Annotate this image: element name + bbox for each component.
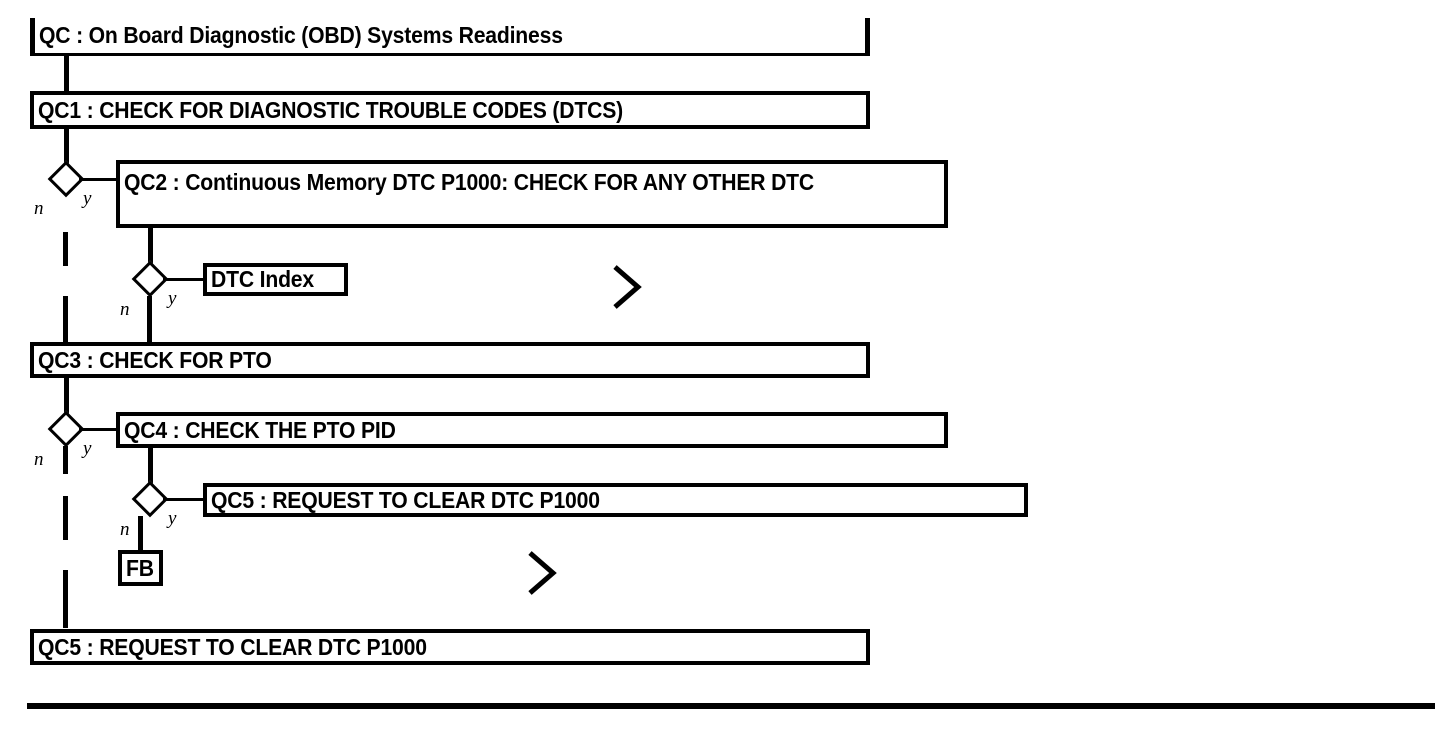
node-qc5-bottom-label: QC5 : REQUEST TO CLEAR DTC P1000	[38, 633, 427, 660]
decision-4-no-label: n	[120, 519, 130, 540]
bottom-divider	[27, 703, 1435, 709]
node-dtc-index-label: DTC Index	[211, 266, 314, 292]
connector-decision3-no-dash-1	[63, 446, 68, 474]
connector-qc4-to-decision4	[148, 448, 153, 486]
connector-qc3-to-decision3	[64, 378, 69, 416]
node-qc3[interactable]: QC3 : CHECK FOR PTO	[30, 342, 870, 378]
node-qc5-bottom[interactable]: QC5 : REQUEST TO CLEAR DTC P1000	[30, 629, 870, 665]
connector-decision1-no-dash-2	[63, 296, 68, 342]
node-qc[interactable]: QC : On Board Diagnostic (OBD) Systems R…	[30, 18, 870, 56]
connector-qc-to-qc1	[64, 56, 69, 92]
connector-decision3-no-dash-3	[63, 570, 68, 628]
decision-1-no-label: n	[34, 198, 44, 219]
node-qc5-inner[interactable]: QC5 : REQUEST TO CLEAR DTC P1000	[203, 483, 1028, 517]
node-fb[interactable]: FB	[118, 550, 163, 586]
connector-qc2-to-decision2	[148, 228, 153, 266]
node-qc5-inner-label: QC5 : REQUEST TO CLEAR DTC P1000	[211, 486, 600, 513]
node-dtc-index[interactable]: DTC Index	[203, 263, 348, 296]
chevron-right-icon-1	[613, 265, 642, 309]
connector-qc1-to-decision1	[64, 129, 69, 165]
node-fb-label: FB	[126, 554, 154, 581]
node-qc1-label: QC1 : CHECK FOR DIAGNOSTIC TROUBLE CODES…	[38, 96, 624, 123]
connector-decision1-no-dash-1	[63, 232, 68, 266]
decision-3-no-label: n	[34, 449, 44, 470]
decision-3-yes-label: y	[83, 438, 92, 459]
chevron-right-icon-2	[528, 551, 557, 595]
decision-1-yes-label: y	[83, 188, 92, 209]
node-qc2[interactable]: QC2 : Continuous Memory DTC P1000: CHECK…	[116, 160, 948, 228]
node-qc4[interactable]: QC4 : CHECK THE PTO PID	[116, 412, 948, 448]
connector-decision2-no	[147, 296, 152, 342]
node-qc1[interactable]: QC1 : CHECK FOR DIAGNOSTIC TROUBLE CODES…	[30, 91, 870, 129]
connector-decision4-no	[138, 516, 143, 552]
decision-4-yes-label: y	[168, 508, 177, 529]
connector-decision1-yes	[79, 178, 119, 181]
decision-2-no-label: n	[120, 299, 130, 320]
connector-decision2-yes	[163, 278, 205, 281]
node-qc2-label: QC2 : Continuous Memory DTC P1000: CHECK…	[124, 169, 815, 195]
node-qc3-label: QC3 : CHECK FOR PTO	[38, 346, 272, 373]
node-qc-label: QC : On Board Diagnostic (OBD) Systems R…	[39, 22, 563, 48]
connector-decision4-yes	[163, 498, 205, 501]
connector-decision3-no-dash-2	[63, 496, 68, 540]
decision-2-yes-label: y	[168, 288, 177, 309]
node-qc4-label: QC4 : CHECK THE PTO PID	[124, 416, 396, 443]
connector-decision3-yes	[79, 428, 119, 431]
